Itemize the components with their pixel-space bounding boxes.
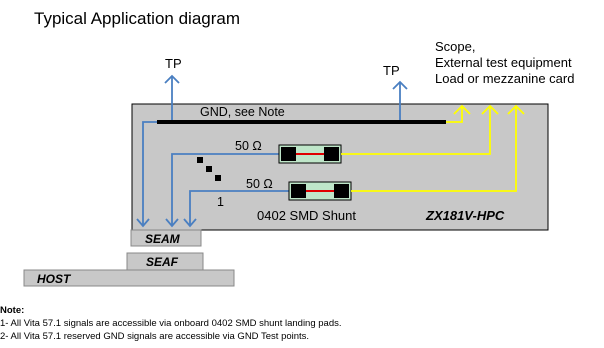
test-equipment-label: External test equipment bbox=[435, 55, 572, 70]
host-label: HOST bbox=[37, 272, 72, 286]
board-name: ZX181V-HPC bbox=[425, 208, 505, 223]
board-rectangle bbox=[131, 103, 549, 231]
ellipsis-dot-3 bbox=[215, 175, 221, 181]
test-point-arrowhead-right bbox=[392, 80, 408, 90]
resistor-label-top: 50 Ω bbox=[235, 139, 262, 153]
seam-label: SEAM bbox=[145, 232, 181, 246]
resistor-label-bottom: 50 Ω bbox=[246, 177, 273, 191]
shunt-bottom bbox=[288, 181, 352, 201]
signal-wire-1-arrowhead bbox=[165, 218, 179, 228]
gnd-yellow-arrowhead bbox=[453, 104, 471, 115]
signal-wire-n bbox=[189, 190, 289, 226]
gnd-label: GND, see Note bbox=[200, 105, 285, 119]
ellipsis-dot-1 bbox=[197, 157, 203, 163]
shunt-top bbox=[278, 144, 342, 164]
signal-yellow-arrowhead-n bbox=[507, 104, 525, 115]
diagram-title: Typical Application diagram bbox=[34, 9, 240, 28]
gnd-wire bbox=[142, 121, 157, 226]
signal-wire-n-arrowhead bbox=[183, 218, 197, 228]
test-point-arrowhead-left bbox=[164, 74, 180, 84]
signal-yellow-arrowhead-1 bbox=[481, 104, 499, 115]
seam-connector bbox=[130, 229, 202, 247]
seaf-label: SEAF bbox=[146, 255, 179, 269]
note-heading: Note: bbox=[0, 305, 24, 316]
ellipsis-dot-2 bbox=[206, 166, 212, 172]
signal-index-label: 1 bbox=[217, 195, 224, 209]
host-board bbox=[23, 269, 235, 287]
test-point-label-right: TP bbox=[383, 63, 400, 78]
load-card-label: Load or mezzanine card bbox=[435, 71, 574, 86]
signal-yellow-wire-1 bbox=[341, 106, 491, 155]
note-line-1: 1- All Vita 57.1 signals are accessible … bbox=[0, 318, 342, 329]
shunt-label: 0402 SMD Shunt bbox=[257, 208, 356, 223]
signal-wire-1 bbox=[171, 153, 279, 226]
signal-yellow-wire-n bbox=[351, 106, 517, 192]
gnd-yellow-wire bbox=[446, 106, 463, 123]
scope-label: Scope, bbox=[435, 39, 475, 54]
test-point-label-left: TP bbox=[165, 56, 182, 71]
gnd-wire-arrowhead bbox=[136, 218, 150, 228]
note-line-2: 2- All Vita 57.1 reserved GND signals ar… bbox=[0, 331, 309, 342]
